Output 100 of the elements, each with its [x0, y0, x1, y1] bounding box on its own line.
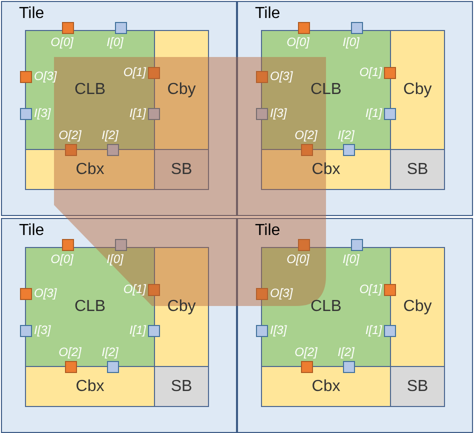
pin-square	[148, 284, 160, 296]
connection-box	[25, 149, 155, 190]
pin-square	[384, 67, 396, 79]
pin-square	[20, 108, 32, 120]
pin-label: O[1]	[358, 65, 382, 79]
switch-box	[390, 366, 445, 407]
pin-label: I[1]	[128, 323, 146, 337]
pin-label: O[1]	[358, 282, 382, 296]
pin-label: O[0]	[286, 35, 310, 49]
pin-label: I[0]	[106, 35, 124, 49]
block-label: CLB	[73, 298, 107, 316]
pin-label: O[0]	[286, 252, 310, 266]
logic-block	[261, 30, 391, 150]
pin-square	[301, 144, 313, 156]
pin-square	[20, 71, 32, 83]
pin-square	[20, 288, 32, 300]
logic-block	[261, 247, 391, 367]
pin-label: O[2]	[58, 128, 82, 142]
pin-label: I[3]	[34, 106, 52, 120]
pin-square	[298, 239, 310, 251]
connection-box	[390, 247, 445, 367]
pin-label: O[3]	[34, 69, 58, 83]
pin-square	[343, 361, 355, 373]
pin-square	[351, 22, 363, 34]
pin-label: O[2]	[58, 345, 82, 359]
pin-label: I[0]	[342, 35, 360, 49]
switch-box	[154, 366, 209, 407]
pin-label: I[3]	[270, 106, 288, 120]
tile-title: Tile	[255, 222, 280, 240]
pin-square	[256, 325, 268, 337]
block-label: SB	[170, 160, 194, 178]
block-label: CLB	[73, 81, 107, 99]
logic-block	[25, 30, 155, 150]
pin-label: O[1]	[122, 65, 146, 79]
pin-square	[301, 361, 313, 373]
pin-label: I[0]	[106, 252, 124, 266]
connection-box	[390, 30, 445, 150]
logic-block	[25, 247, 155, 367]
block-label: Cbx	[74, 378, 106, 396]
pin-square	[107, 361, 119, 373]
block-label: Cbx	[74, 160, 106, 178]
pin-square	[384, 284, 396, 296]
pin-square	[148, 325, 160, 337]
pin-label: I[2]	[336, 128, 356, 142]
pin-label: I[2]	[100, 128, 120, 142]
switch-box	[390, 149, 445, 190]
connection-box	[25, 366, 155, 407]
pin-label: O[1]	[122, 282, 146, 296]
pin-square	[256, 108, 268, 120]
pin-square	[20, 325, 32, 337]
block-label: CLB	[309, 298, 343, 316]
connection-box	[154, 247, 209, 367]
block-label: Cby	[166, 81, 197, 99]
pin-square	[148, 108, 160, 120]
block-label: Cby	[402, 298, 433, 316]
tile-panel	[237, 218, 473, 433]
pin-label: I[3]	[270, 323, 288, 337]
pin-square	[65, 361, 77, 373]
block-label: SB	[406, 378, 430, 396]
pin-label: I[1]	[364, 106, 382, 120]
tile-title: Tile	[19, 5, 44, 23]
pin-label: O[3]	[34, 286, 58, 300]
pin-label: I[2]	[100, 345, 120, 359]
pin-square	[298, 22, 310, 34]
pin-square	[351, 239, 363, 251]
pin-square	[343, 144, 355, 156]
block-label: Cby	[166, 298, 197, 316]
pin-label: I[0]	[342, 252, 360, 266]
pin-square	[115, 22, 127, 34]
pin-square	[65, 144, 77, 156]
pin-label: O[2]	[294, 128, 318, 142]
pin-square	[384, 108, 396, 120]
block-label: Cbx	[310, 160, 342, 178]
pin-square	[115, 239, 127, 251]
tile-panel	[237, 1, 473, 216]
tile-panel	[1, 218, 237, 433]
pin-label: O[2]	[294, 345, 318, 359]
pin-square	[107, 144, 119, 156]
pin-label: I[1]	[128, 106, 146, 120]
block-label: Cbx	[310, 378, 342, 396]
pin-label: O[3]	[270, 69, 294, 83]
tile-title: Tile	[19, 222, 44, 240]
tile-panel	[1, 1, 237, 216]
pin-square	[384, 325, 396, 337]
pin-square	[62, 22, 74, 34]
pin-square	[148, 67, 160, 79]
pin-label: O[3]	[270, 286, 294, 300]
block-label: Cby	[402, 81, 433, 99]
pin-label: I[1]	[364, 323, 382, 337]
tile-title: Tile	[255, 5, 280, 23]
block-label: SB	[170, 378, 194, 396]
pin-label: I[3]	[34, 323, 52, 337]
pin-square	[256, 288, 268, 300]
pin-label: O[0]	[50, 35, 74, 49]
block-label: CLB	[309, 81, 343, 99]
connection-box	[261, 149, 391, 190]
block-label: SB	[406, 160, 430, 178]
pin-square	[62, 239, 74, 251]
switch-box	[154, 149, 209, 190]
pin-label: O[0]	[50, 252, 74, 266]
